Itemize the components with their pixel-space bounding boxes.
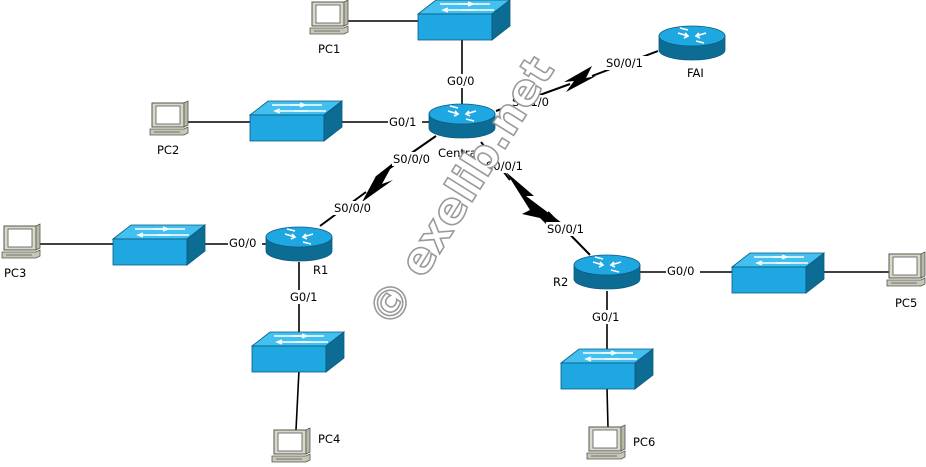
label-pc6: PC6 <box>633 435 655 449</box>
label-r1: R1 <box>313 263 328 277</box>
router-r1[interactable] <box>265 226 333 262</box>
link-switch4-pc4 <box>295 369 300 431</box>
label-bg <box>333 201 379 215</box>
iface-r1-s000: S0/0/0 <box>334 201 371 215</box>
label-bg <box>485 159 531 173</box>
label-bg <box>605 56 651 70</box>
switch-4[interactable] <box>251 331 345 373</box>
iface-central-s001: S0/0/1 <box>486 159 523 173</box>
switch-6[interactable] <box>560 348 654 390</box>
iface-r1-g01: G0/1 <box>290 290 317 304</box>
pc-6[interactable] <box>586 424 626 460</box>
label-pc3: PC3 <box>4 266 26 280</box>
switch-2[interactable] <box>249 100 343 142</box>
switch-5[interactable] <box>731 252 825 294</box>
link-switch6-pc6 <box>606 387 609 429</box>
iface-central-g01: G0/1 <box>389 115 416 129</box>
label-bg <box>228 236 262 250</box>
pc-4[interactable] <box>271 427 311 463</box>
interface-labels: G0/0 G0/1 S0/1/0 S0/0/1 S0/0/0 S0/0/0 S0… <box>228 56 700 324</box>
label-bg <box>289 290 323 304</box>
iface-r2-g01: G0/1 <box>592 310 619 324</box>
label-bg <box>546 222 592 236</box>
label-pc4: PC4 <box>318 432 340 446</box>
switch-1[interactable] <box>417 0 511 41</box>
iface-fai-s001: S0/0/1 <box>606 56 643 70</box>
label-pc5: PC5 <box>895 296 917 310</box>
router-r2[interactable] <box>573 254 641 290</box>
label-bg <box>591 310 625 324</box>
iface-central-s000: S0/0/0 <box>393 152 430 166</box>
label-r2: R2 <box>553 275 568 289</box>
switch-3[interactable] <box>112 224 206 266</box>
pc-3[interactable] <box>1 223 41 259</box>
pc-5[interactable] <box>886 251 926 287</box>
label-bg <box>392 152 438 166</box>
iface-r2-g00: G0/0 <box>667 264 694 278</box>
label-bg <box>511 95 557 109</box>
iface-central-g00: G0/0 <box>447 74 474 88</box>
iface-r2-s001: S0/0/1 <box>547 222 584 236</box>
iface-r1-g00: G0/0 <box>229 236 256 250</box>
pc-2[interactable] <box>149 100 189 136</box>
iface-central-s010: S0/1/0 <box>512 95 549 109</box>
label-central: Central <box>438 146 480 160</box>
label-bg <box>666 264 700 278</box>
label-fai: FAI <box>687 66 704 80</box>
label-bg <box>446 74 480 88</box>
pc-1[interactable] <box>309 0 349 35</box>
router-fai[interactable] <box>658 25 726 61</box>
label-bg <box>388 115 422 129</box>
label-pc1: PC1 <box>318 42 340 56</box>
label-pc2: PC2 <box>157 143 179 157</box>
